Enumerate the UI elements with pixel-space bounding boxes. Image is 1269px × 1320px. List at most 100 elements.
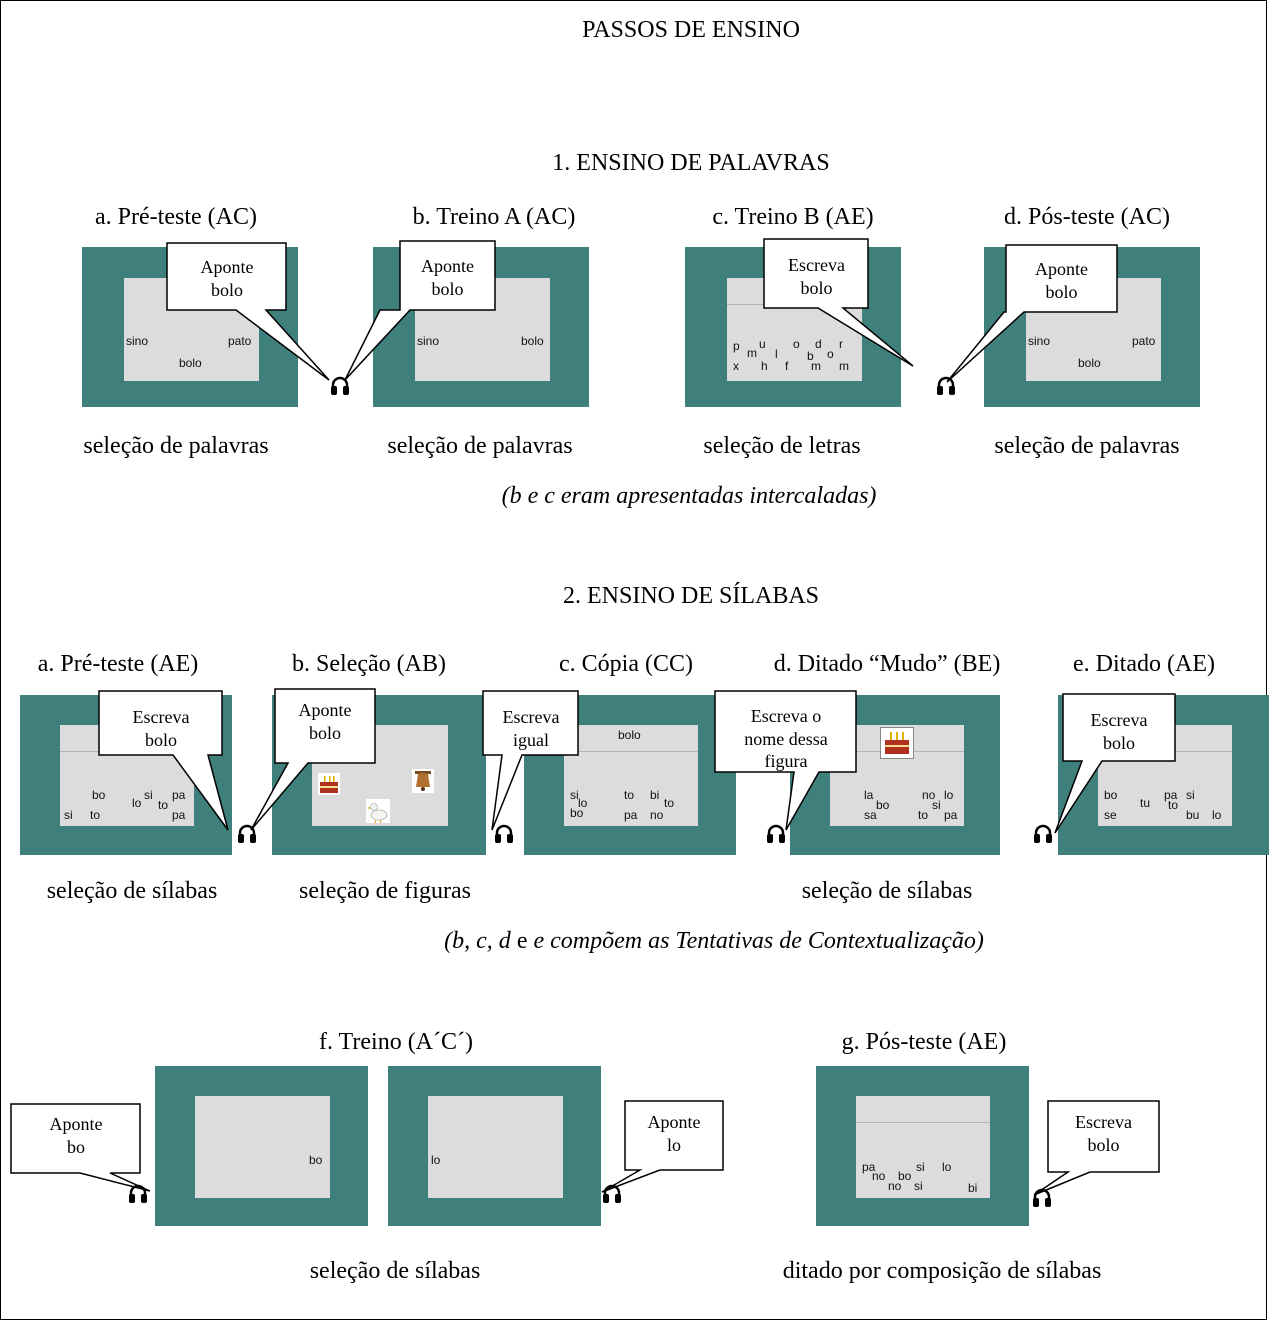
letter-option: p: [733, 339, 740, 353]
syllable-option: si: [914, 1179, 923, 1193]
syllable-option: pa: [944, 808, 958, 822]
s2-caption-g: ditado por composição de sílabas: [782, 1258, 1102, 1284]
s1d-bubble-text: Aponte bolo: [1035, 259, 1088, 303]
letter-option: h: [761, 359, 768, 373]
s2c-panel: bolo si to bi lo to bo pa no: [564, 725, 698, 826]
letter-option: o: [793, 337, 800, 351]
syllable-option: to: [624, 788, 635, 802]
s2-label-g: g. Pós-teste (AE): [841, 1029, 1007, 1055]
headphone-icon: [937, 376, 955, 395]
s1b-speech-bubble: [344, 240, 496, 381]
letter-option: b: [807, 349, 814, 363]
syllable-option: se: [1104, 808, 1117, 822]
syllable-option: tu: [1140, 796, 1151, 810]
syllable-option: to: [1168, 798, 1179, 812]
syllable-option: no: [650, 808, 664, 822]
s2g-panel: pa si lo no bo no si bi: [856, 1096, 990, 1198]
letter-option: u: [759, 337, 766, 351]
syllable-option: si: [64, 808, 73, 822]
s1-caption-b: seleção de palavras: [387, 433, 573, 459]
s1-caption-a: seleção de palavras: [83, 433, 269, 459]
word-option: sino: [1028, 334, 1051, 348]
s1-caption-c: seleção de letras: [703, 433, 861, 459]
s1-label-d: d. Pós-teste (AC): [1004, 204, 1170, 230]
s2-caption-a: seleção de sílabas: [46, 878, 218, 904]
syllable-option: bi: [968, 1181, 978, 1195]
cake-picture: [880, 727, 914, 759]
syllable-option: no: [922, 788, 936, 802]
s2e-bubble-text: Escreva bolo: [1090, 710, 1148, 754]
syllable-option: no: [872, 1169, 886, 1183]
syllable-option: si: [570, 788, 579, 802]
s2-label-c: c. Cópia (CC): [559, 651, 693, 677]
s2d-speech-bubble: [714, 690, 857, 831]
headphone-icon: [238, 824, 256, 843]
s2f-screen-right: lo: [388, 1066, 601, 1226]
s2d-screen: la no lo bo si sa to pa: [790, 695, 1000, 855]
word-option: sino: [126, 334, 149, 348]
letter-option: m: [747, 346, 757, 360]
syllable-option: bi: [650, 788, 660, 802]
s1-label-c: c. Treino B (AE): [712, 204, 874, 230]
letter-option: r: [839, 337, 843, 351]
s2-label-d: d. Ditado “Mudo” (BE): [773, 651, 1001, 677]
s2f-left-bubble-text: Aponte bo: [49, 1114, 103, 1158]
s1a-speech-bubble: [166, 242, 330, 381]
s2g-bubble-text: Escreva bolo: [1075, 1112, 1132, 1156]
syllable-option: lo: [944, 788, 954, 802]
s1d-speech-bubble: [946, 244, 1118, 383]
syllable-option: pa: [862, 1160, 876, 1174]
word-option: pato: [1132, 334, 1156, 348]
s2g-screen: pa si lo no bo no si bi: [816, 1066, 1029, 1226]
syllable-option: bo: [898, 1169, 912, 1183]
s2c-speech-bubble: [482, 690, 579, 831]
s2f-right-speech-bubble: [601, 1100, 724, 1193]
s2f-panel-right: lo: [428, 1096, 563, 1198]
divider-line: [564, 751, 698, 752]
syllable-option: pa: [172, 808, 186, 822]
syllable-option: lo: [431, 1153, 441, 1167]
headphone-icon: [603, 1184, 621, 1203]
word-option: bolo: [521, 334, 544, 348]
letter-option: m: [839, 359, 849, 373]
letter-option: m: [811, 359, 821, 373]
section1-heading: 1. ENSINO DE PALAVRAS: [552, 150, 830, 176]
word-option: bolo: [179, 356, 202, 370]
s2-caption-f: seleção de sílabas: [309, 1258, 481, 1284]
s2-label-e: e. Ditado (AE): [1073, 651, 1215, 677]
syllable-option: no: [888, 1179, 902, 1193]
bell-picture: [412, 769, 434, 793]
s1c-bubble-text: Escreva bolo: [788, 255, 845, 299]
syllable-option: bo: [570, 806, 584, 820]
s2a-bubble-text: Escreva bolo: [132, 707, 190, 751]
s2f-panel-left: bo: [195, 1096, 330, 1198]
syllable-option: si: [144, 788, 153, 802]
s1-label-a: a. Pré-teste (AC): [95, 204, 257, 230]
s2-label-f: f. Treino (A´C´): [319, 1029, 473, 1055]
syllable-option: pa: [624, 808, 638, 822]
syllable-option: bo: [92, 788, 106, 802]
s2g-speech-bubble: [1033, 1100, 1160, 1196]
s2f-screen-left: bo: [155, 1066, 368, 1226]
letter-option: x: [733, 359, 739, 373]
syllable-option: to: [664, 796, 675, 810]
syllable-option: sa: [864, 808, 877, 822]
s2f-right-bubble-text: Aponte lo: [647, 1112, 701, 1156]
s2-label-a: a. Pré-teste (AE): [37, 651, 199, 677]
headphone-icon: [129, 1184, 147, 1203]
s2-caption-b: seleção de figuras: [299, 878, 471, 904]
s2-caption-cde: seleção de sílabas: [801, 878, 973, 904]
s1c-speech-bubble: [763, 238, 914, 367]
s2a-speech-bubble: [98, 690, 229, 831]
s2b-speech-bubble: [250, 688, 376, 831]
syllable-option: si: [916, 1160, 925, 1174]
model-word: bolo: [618, 728, 641, 742]
s2c-bubble-text: Escreva igual: [502, 707, 560, 751]
letter-option: l: [775, 347, 778, 361]
s2b-bubble-text: Aponte bolo: [298, 700, 352, 744]
headphone-icon: [495, 824, 513, 843]
s2-label-b: b. Seleção (AB): [292, 651, 446, 677]
syllable-option: pa: [172, 788, 186, 802]
syllable-option: si: [1186, 788, 1195, 802]
letter-option: o: [827, 347, 834, 361]
